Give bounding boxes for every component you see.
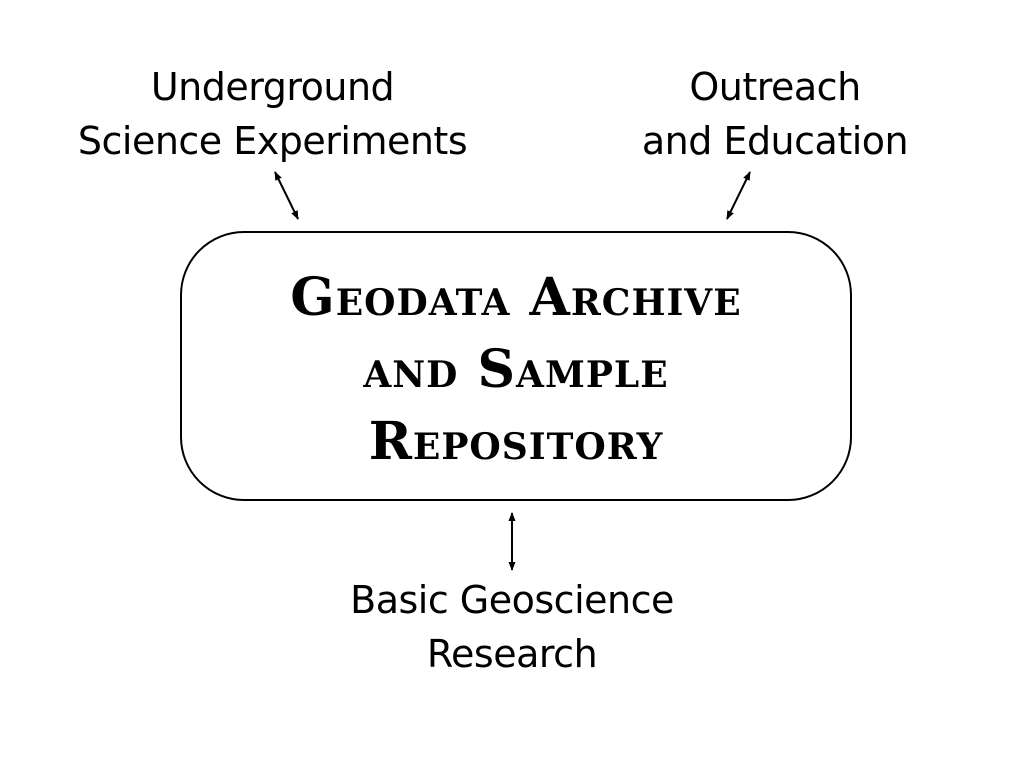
- underground-science-experiments-label: Underground Science Experiments: [60, 60, 485, 168]
- underground-label-line-1: Underground: [150, 65, 395, 109]
- basic-label-line-2: Research: [426, 632, 598, 676]
- outreach-label-line-2: and Education: [641, 119, 909, 163]
- center-title-line-2: and Sample: [363, 339, 669, 400]
- arrow-underground-to-archive: [274, 171, 299, 220]
- center-title-line-3: Repository: [368, 411, 664, 472]
- center-title-line-1: Geodata Archive: [290, 267, 742, 328]
- basic-label-line-1: Basic Geoscience: [350, 578, 674, 622]
- basic-geoscience-research-label: Basic Geoscience Research: [312, 573, 712, 681]
- underground-label-line-2: Science Experiments: [77, 119, 468, 163]
- geodata-archive-title: Geodata Archive and Sample Repository: [180, 262, 852, 478]
- arrow-outreach-to-archive: [726, 171, 751, 220]
- geodata-archive-box: [180, 231, 852, 501]
- outreach-and-education-label: Outreach and Education: [615, 60, 935, 168]
- outreach-label-line-1: Outreach: [689, 65, 861, 109]
